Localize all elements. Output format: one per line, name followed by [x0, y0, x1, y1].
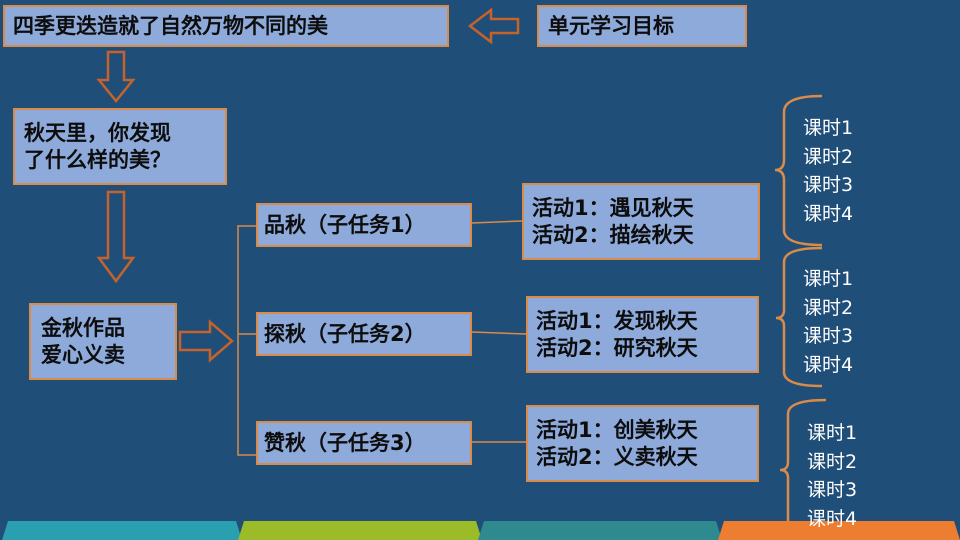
final-product-text: 金秋作品 爱心义卖 [41, 315, 125, 367]
subtask-label: 品秋（子任务1） [264, 212, 426, 237]
lesson-item: 课时2 [803, 145, 854, 168]
lesson-item: 课时4 [807, 507, 858, 530]
arrow-left-icon [467, 7, 520, 45]
curly-bracket-icon [775, 246, 823, 388]
lesson-list: 课时1 课时2 课时3 课时4 [803, 114, 853, 228]
lesson-item: 课时1 [803, 268, 854, 290]
subtask-box: 赞秋（子任务3） [256, 421, 472, 465]
unit-goal-text: 单元学习目标 [548, 13, 674, 38]
lesson-item: 课时3 [803, 174, 854, 196]
activity-box: 活动1：遇见秋天 活动2：描绘秋天 [522, 183, 760, 260]
curly-bracket-icon [774, 94, 823, 247]
activity-text: 活动1：发现秋天 活动2：研究秋天 [536, 308, 698, 360]
subtask-box: 探秋（子任务2） [256, 312, 472, 356]
activity-box: 活动1：创美秋天 活动2：义卖秋天 [526, 405, 759, 482]
top-theme-text: 四季更迭造就了自然万物不同的美 [13, 13, 328, 38]
activity-text: 活动1：遇见秋天 活动2：描绘秋天 [532, 195, 694, 247]
subtask-label: 赞秋（子任务3） [264, 430, 426, 455]
lesson-item: 课时1 [803, 117, 854, 139]
core-question-box: 秋天里，你发现 了什么样的美？ [13, 108, 227, 185]
arrow-down-icon [96, 190, 136, 284]
unit-goal-box: 单元学习目标 [537, 5, 747, 47]
lesson-item: 课时4 [803, 353, 854, 376]
lesson-item: 课时4 [803, 202, 854, 225]
link-line [471, 220, 523, 224]
lesson-item: 课时3 [807, 479, 858, 501]
top-theme-box: 四季更迭造就了自然万物不同的美 [3, 5, 449, 47]
lesson-list: 课时1 课时2 课时3 课时4 [803, 265, 853, 379]
lesson-list: 课时1 课时2 课时3 课时4 [807, 419, 857, 533]
tree-connector [237, 225, 256, 456]
lesson-item: 课时3 [803, 325, 854, 347]
link-line [471, 331, 527, 335]
lesson-item: 课时2 [807, 450, 858, 473]
subtask-box: 品秋（子任务1） [256, 203, 472, 247]
activity-box: 活动1：发现秋天 活动2：研究秋天 [526, 296, 759, 373]
arrow-down-icon [96, 50, 136, 103]
arrow-right-icon [178, 319, 234, 363]
activity-text: 活动1：创美秋天 活动2：义卖秋天 [536, 417, 698, 469]
core-question-text: 秋天里，你发现 了什么样的美？ [24, 120, 171, 172]
subtask-label: 探秋（子任务2） [264, 321, 426, 346]
lesson-item: 课时2 [803, 296, 854, 319]
final-product-box: 金秋作品 爱心义卖 [29, 303, 177, 380]
lesson-item: 课时1 [807, 422, 858, 444]
